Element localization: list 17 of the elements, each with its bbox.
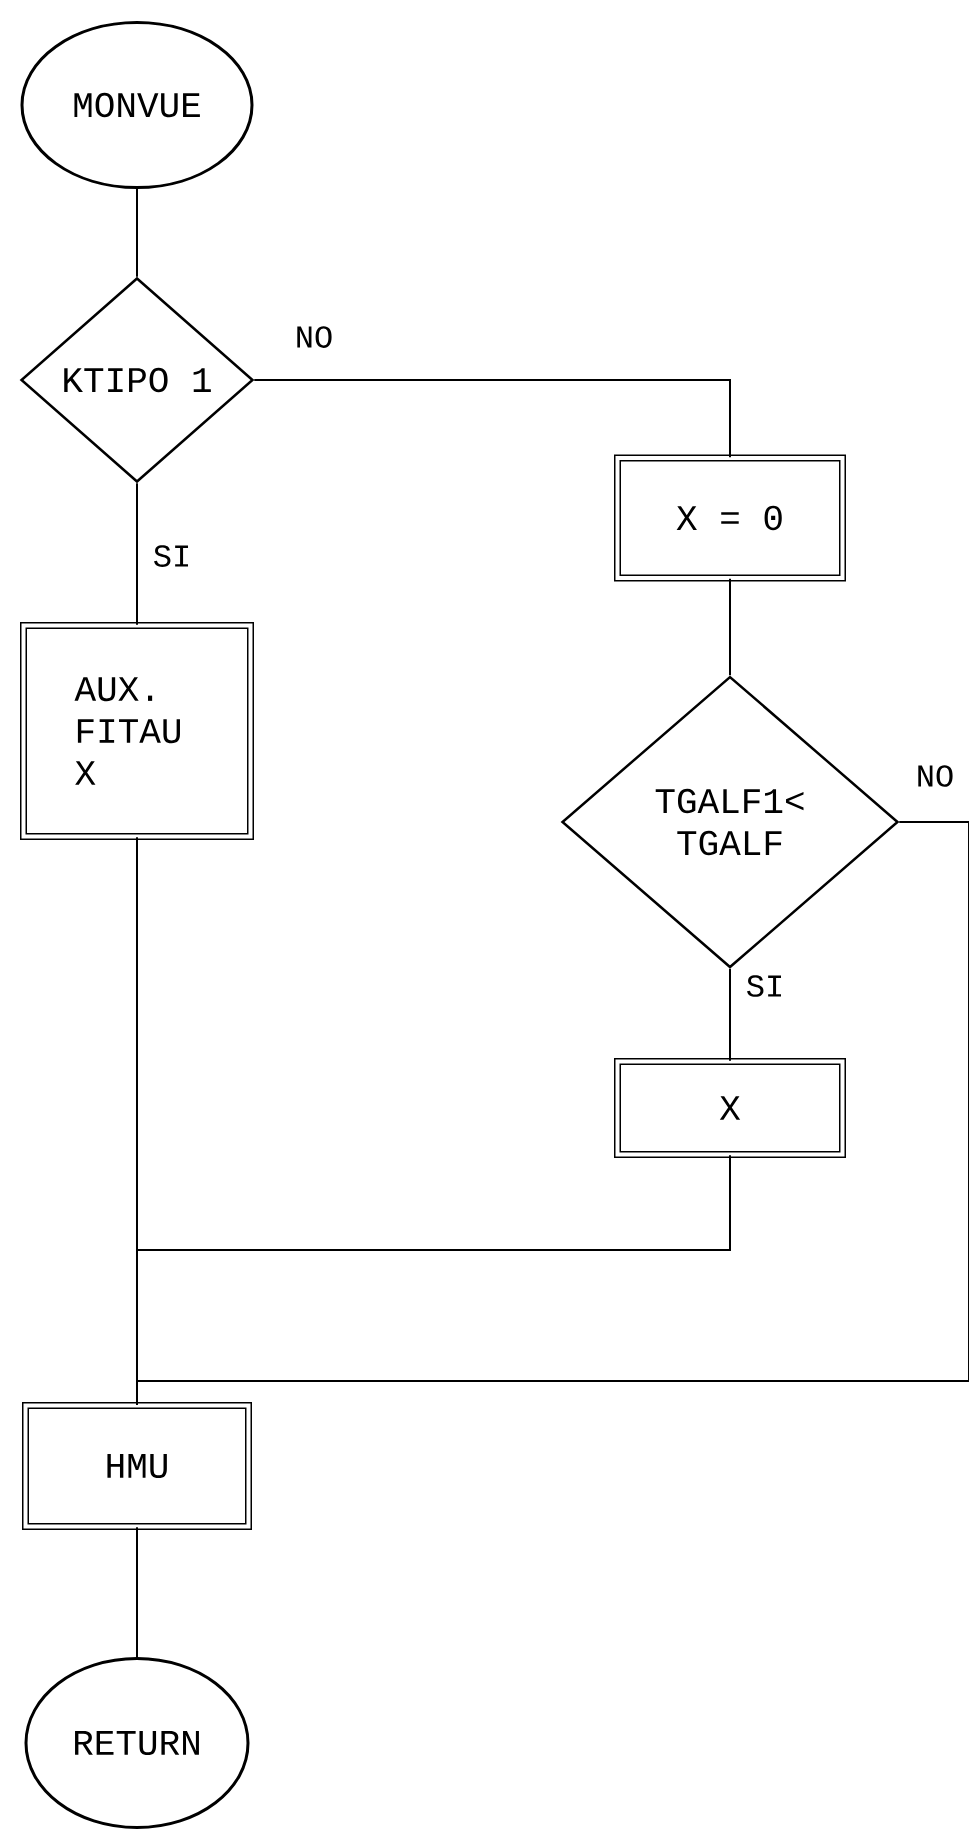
edge-label: NO: [913, 763, 957, 789]
connector-line: [253, 379, 731, 459]
edge-label: SI: [150, 543, 194, 569]
terminal-oval: RETURN: [24, 1657, 250, 1829]
connector-line: [136, 188, 138, 278]
process-box: X = 0: [614, 454, 846, 582]
process-box: HMU: [22, 1402, 252, 1530]
connector-line: [729, 967, 731, 1062]
connector-line: [136, 482, 138, 626]
process-box: AUX. FITAU X: [20, 622, 254, 840]
connector-line: [136, 1526, 138, 1658]
edge-label: SI: [743, 973, 787, 999]
edge-label: NO: [292, 324, 336, 350]
terminal-oval: MONVUE: [20, 21, 254, 189]
process-box: X: [614, 1058, 846, 1158]
connector-line: [729, 577, 731, 677]
connector-line: [136, 1154, 731, 1406]
